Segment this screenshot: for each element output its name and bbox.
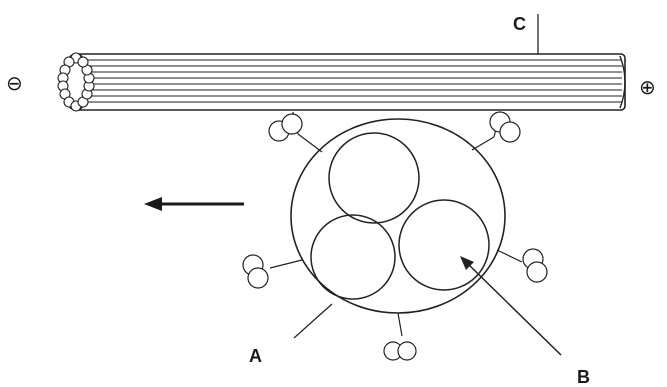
vesicle-granule-left — [310, 214, 396, 300]
microtubule — [57, 52, 626, 112]
motor-protein-upper-left — [268, 111, 323, 153]
motor-protein-bottom — [383, 312, 417, 361]
label-a-leader — [293, 303, 333, 339]
label-b-arrow — [460, 256, 562, 356]
microtubule-end-ring — [57, 52, 95, 112]
vesicle-granule-top — [328, 132, 420, 224]
vesicle — [290, 118, 506, 314]
motor-protein-lower-left — [242, 254, 303, 289]
motor-protein-lower-right — [496, 248, 548, 283]
plus-end-sign: ⊕ — [639, 75, 656, 99]
label-a: A — [249, 346, 262, 366]
label-b: B — [577, 367, 590, 387]
motor-protein-upper-right — [471, 111, 521, 151]
vesicle-granule-right — [398, 199, 490, 291]
direction-arrow — [144, 197, 244, 211]
protofilament-lines — [75, 59, 622, 103]
microtubule-right-end — [619, 55, 626, 109]
minus-end-sign: ⊖ — [6, 71, 23, 95]
label-c: C — [513, 14, 526, 34]
